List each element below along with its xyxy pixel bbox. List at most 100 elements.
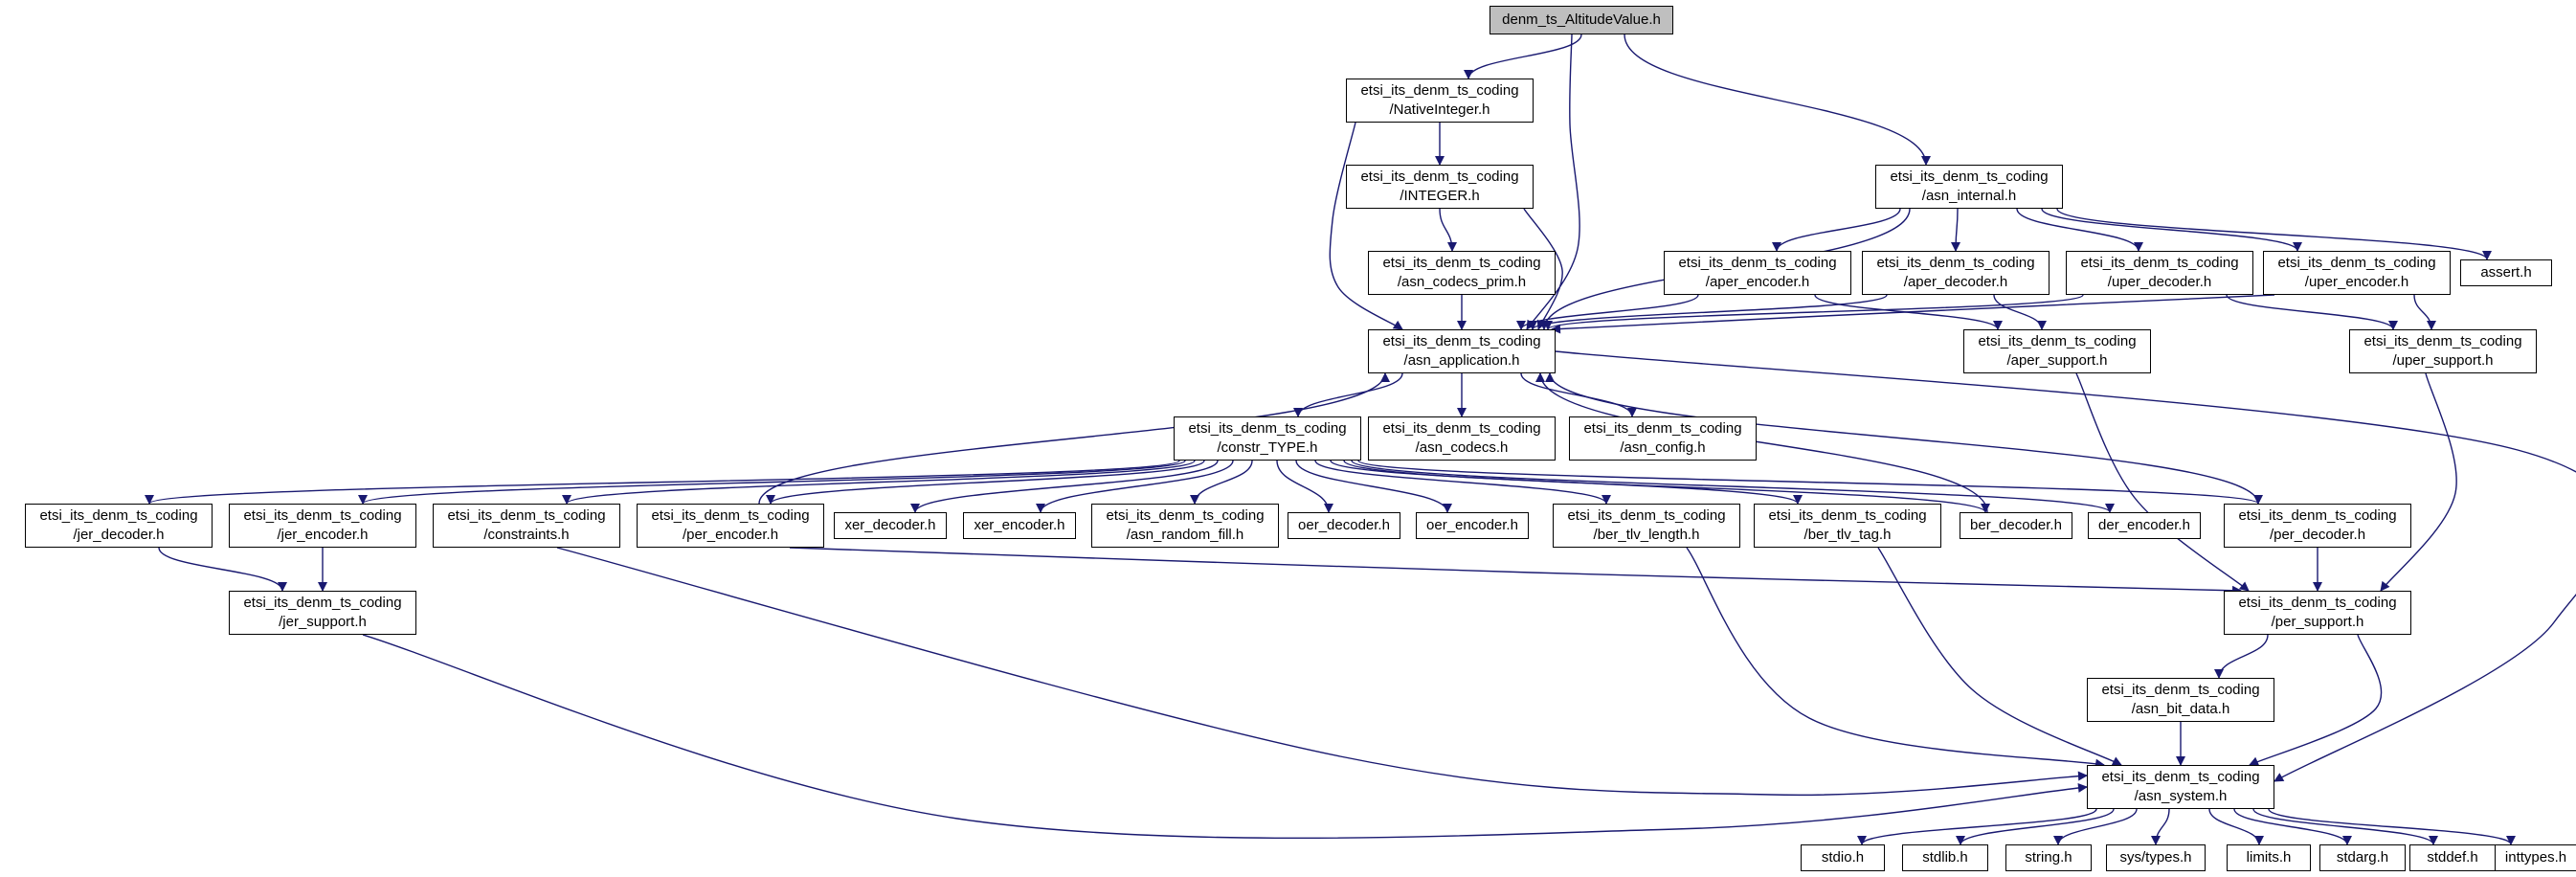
node-label-line: etsi_its_denm_ts_coding <box>243 595 402 612</box>
edge-uper-support-to-per-support <box>2380 372 2457 592</box>
node-label-line: inttypes.h <box>2504 849 2567 866</box>
node-jer-support[interactable]: etsi_its_denm_ts_coding/jer_support.h <box>229 591 416 635</box>
node-label-line: etsi_its_denm_ts_coding <box>1678 255 1837 272</box>
node-asn-internal[interactable]: etsi_its_denm_ts_coding/asn_internal.h <box>1875 165 2063 209</box>
node-label-line: etsi_its_denm_ts_coding <box>1876 255 2035 272</box>
node-per-decoder[interactable]: etsi_its_denm_ts_coding/per_decoder.h <box>2224 504 2411 548</box>
node-label-line: stddef.h <box>2427 849 2478 866</box>
node-label-line: xer_decoder.h <box>844 517 936 534</box>
node-label-line: /ber_tlv_tag.h <box>1803 527 1892 543</box>
node-per-support[interactable]: etsi_its_denm_ts_coding/per_support.h <box>2224 591 2411 635</box>
edge-per-support-to-asn-bit-data <box>2214 634 2269 679</box>
node-label-line: /uper_decoder.h <box>2107 274 2212 290</box>
node-label-line: stdarg.h <box>2336 849 2389 866</box>
node-xer-encoder[interactable]: xer_encoder.h <box>963 512 1076 539</box>
node-label-line: etsi_its_denm_ts_coding <box>2080 255 2239 272</box>
node-label-line: etsi_its_denm_ts_coding <box>243 507 402 525</box>
node-label-line: /jer_support.h <box>279 614 367 630</box>
node-label-line: etsi_its_denm_ts_coding <box>447 507 606 525</box>
node-constr-type[interactable]: etsi_its_denm_ts_coding/constr_TYPE.h <box>1174 416 1361 461</box>
node-label-line: /asn_system.h <box>2134 788 2228 804</box>
node-aper-support[interactable]: etsi_its_denm_ts_coding/aper_support.h <box>1963 329 2151 373</box>
node-aper-encoder[interactable]: etsi_its_denm_ts_coding/aper_encoder.h <box>1664 251 1851 295</box>
node-oer-encoder[interactable]: oer_encoder.h <box>1416 512 1529 539</box>
edge-constr-type-to-oer-encoder <box>1295 460 1452 513</box>
node-asn-system[interactable]: etsi_its_denm_ts_coding/asn_system.h <box>2087 765 2274 809</box>
node-string[interactable]: string.h <box>2005 844 2092 871</box>
node-stdlib[interactable]: stdlib.h <box>1902 844 1988 871</box>
node-der-encoder[interactable]: der_encoder.h <box>2088 512 2201 539</box>
node-label-line: ber_decoder.h <box>1970 517 2062 534</box>
node-inttypes[interactable]: inttypes.h <box>2495 844 2576 871</box>
node-label-line: etsi_its_denm_ts_coding <box>1360 169 1519 186</box>
edge-constr-type-to-oer-decoder <box>1276 460 1333 513</box>
node-asn-random-fill[interactable]: etsi_its_denm_ts_coding/asn_random_fill.… <box>1091 504 1279 548</box>
node-label-line: /aper_decoder.h <box>1903 274 2008 290</box>
node-uper-decoder[interactable]: etsi_its_denm_ts_coding/uper_decoder.h <box>2066 251 2253 295</box>
node-label-line: /asn_codecs_prim.h <box>1397 274 1527 290</box>
node-ber-tlv-length[interactable]: etsi_its_denm_ts_coding/ber_tlv_length.h <box>1553 504 1740 548</box>
edge-constr-type-to-ber-decoder <box>1343 460 1990 513</box>
edge-ber-tlv-tag-to-asn-system <box>1877 547 2122 766</box>
edge-constr-type-to-jer-decoder <box>145 460 1180 505</box>
edge-per-support-to-asn-system <box>2249 634 2383 766</box>
node-integer[interactable]: etsi_its_denm_ts_coding/INTEGER.h <box>1346 165 1534 209</box>
node-asn-application[interactable]: etsi_its_denm_ts_coding/asn_application.… <box>1368 329 1556 373</box>
node-native-integer[interactable]: etsi_its_denm_ts_coding/NativeInteger.h <box>1346 79 1534 123</box>
node-label-line: etsi_its_denm_ts_coding <box>1890 169 2049 186</box>
edge-asn-system-to-stddef <box>2252 808 2438 845</box>
node-label-line: /per_support.h <box>2271 614 2364 630</box>
node-label-line: /aper_encoder.h <box>1705 274 1810 290</box>
edge-native-integer-to-asn-application <box>1329 122 1403 330</box>
node-label-line: etsi_its_denm_ts_coding <box>1382 420 1541 438</box>
node-aper-decoder[interactable]: etsi_its_denm_ts_coding/aper_decoder.h <box>1862 251 2050 295</box>
edge-aper-support-to-per-support <box>2075 372 2250 592</box>
node-sys-types[interactable]: sys/types.h <box>2106 844 2206 871</box>
edge-asn-internal-to-uper-encoder <box>2041 208 2302 252</box>
edge-uper-decoder-to-uper-support <box>2226 294 2398 330</box>
node-asn-codecs-prim[interactable]: etsi_its_denm_ts_coding/asn_codecs_prim.… <box>1368 251 1556 295</box>
edge-integer-to-asn-application <box>1523 208 1563 330</box>
edge-asn-system-to-stdarg <box>2233 808 2352 845</box>
node-label-line: xer_encoder.h <box>974 517 1065 534</box>
node-altitude[interactable]: denm_ts_AltitudeValue.h <box>1490 6 1673 34</box>
node-label-line: etsi_its_denm_ts_coding <box>2363 333 2522 350</box>
node-constraints[interactable]: etsi_its_denm_ts_coding/constraints.h <box>433 504 620 548</box>
edge-per-decoder-to-asn-application <box>1545 372 2259 505</box>
node-uper-encoder[interactable]: etsi_its_denm_ts_coding/uper_encoder.h <box>2263 251 2451 295</box>
node-asn-codecs[interactable]: etsi_its_denm_ts_coding/asn_codecs.h <box>1368 416 1556 461</box>
node-label-line: limits.h <box>2246 849 2292 866</box>
node-label-line: /INTEGER.h <box>1400 188 1480 204</box>
edge-asn-internal-to-aper-encoder <box>1772 208 1901 252</box>
edge-integer-to-asn-codecs-prim <box>1439 208 1457 252</box>
node-stdio[interactable]: stdio.h <box>1801 844 1885 871</box>
node-jer-encoder[interactable]: etsi_its_denm_ts_coding/jer_encoder.h <box>229 504 416 548</box>
edge-constr-type-to-per-encoder <box>766 460 1205 505</box>
node-limits[interactable]: limits.h <box>2227 844 2311 871</box>
node-uper-support[interactable]: etsi_its_denm_ts_coding/uper_support.h <box>2349 329 2537 373</box>
node-asn-bit-data[interactable]: etsi_its_denm_ts_coding/asn_bit_data.h <box>2087 678 2274 722</box>
node-ber-tlv-tag[interactable]: etsi_its_denm_ts_coding/ber_tlv_tag.h <box>1754 504 1941 548</box>
edge-uper-decoder-to-asn-application <box>1543 294 2084 330</box>
node-assert[interactable]: assert.h <box>2460 259 2552 286</box>
node-label-line: der_encoder.h <box>2098 517 2190 534</box>
node-asn-config[interactable]: etsi_its_denm_ts_coding/asn_config.h <box>1569 416 1757 461</box>
node-xer-decoder[interactable]: xer_decoder.h <box>834 512 947 539</box>
node-stddef[interactable]: stddef.h <box>2409 844 2496 871</box>
node-label-line: /aper_support.h <box>2006 352 2108 369</box>
node-stdarg[interactable]: stdarg.h <box>2319 844 2406 871</box>
node-label-line: etsi_its_denm_ts_coding <box>1978 333 2137 350</box>
node-ber-decoder[interactable]: ber_decoder.h <box>1960 512 2072 539</box>
node-oer-decoder[interactable]: oer_decoder.h <box>1288 512 1400 539</box>
node-per-encoder[interactable]: etsi_its_denm_ts_coding/per_encoder.h <box>637 504 824 548</box>
node-label-line: /asn_random_fill.h <box>1126 527 1244 543</box>
node-label-line: /per_decoder.h <box>2269 527 2366 543</box>
node-jer-decoder[interactable]: etsi_its_denm_ts_coding/jer_decoder.h <box>25 504 213 548</box>
edge-jer-support-to-asn-system <box>362 634 2088 840</box>
node-label-line: etsi_its_denm_ts_coding <box>2101 769 2260 786</box>
node-label-line: etsi_its_denm_ts_coding <box>1768 507 1927 525</box>
edge-asn-system-to-stdlib <box>1956 808 2115 845</box>
edge-asn-internal-to-aper-decoder <box>1951 208 1961 252</box>
